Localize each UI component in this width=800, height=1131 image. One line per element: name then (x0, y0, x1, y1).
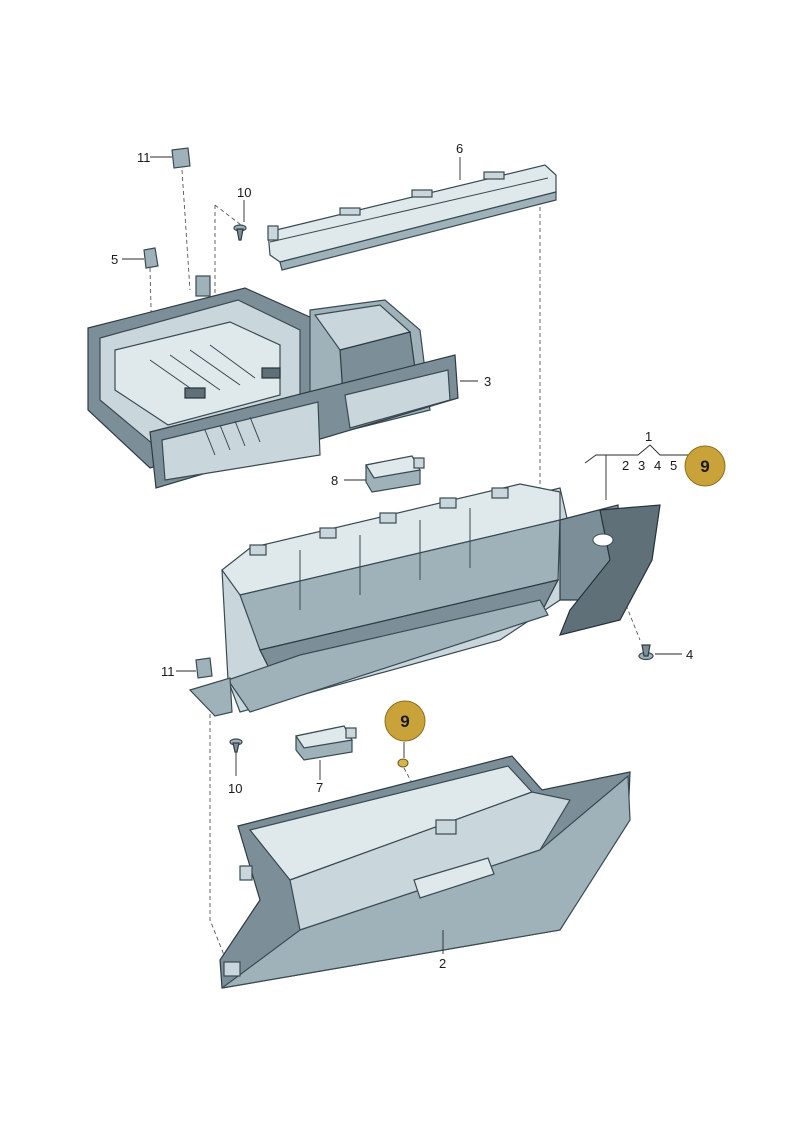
badge-9-middle: 9 (400, 712, 409, 731)
callout-group-2: 2 (622, 458, 629, 473)
callout-4: 4 (686, 647, 693, 662)
part-3-upper-housing (87, 275, 459, 489)
part-1-glovebox-frame (188, 483, 661, 717)
part-9-nut (397, 758, 409, 768)
callout-3: 3 (484, 374, 491, 389)
part-7-switch (295, 725, 357, 761)
callout-group-5: 5 (670, 458, 677, 473)
part-6-trim-strip (267, 164, 557, 271)
callout-2: 2 (439, 956, 446, 971)
highlight-badge-top[interactable]: 9 (684, 445, 726, 487)
callout-10-top: 10 (237, 185, 251, 200)
callout-group-3: 3 (638, 458, 645, 473)
badge-9-top: 9 (700, 457, 709, 476)
part-2-glovebox-lid (219, 755, 631, 989)
part-8-switch (365, 455, 425, 493)
callout-group-4: 4 (654, 458, 661, 473)
callout-8: 8 (331, 473, 338, 488)
fasteners (143, 147, 654, 768)
part-11-clip-bottom (195, 657, 213, 679)
part-5-clip (143, 247, 159, 269)
callout-labels: 11 10 5 6 3 8 1 2 3 4 5 4 11 10 7 2 (111, 141, 693, 971)
part-10-screw-bottom (229, 738, 243, 753)
callout-11-bottom: 11 (161, 664, 175, 679)
callout-6: 6 (456, 141, 463, 156)
callout-7: 7 (316, 780, 323, 795)
leader-lines (122, 156, 690, 954)
callout-1: 1 (645, 429, 652, 444)
part-11-clip-top (171, 147, 191, 169)
callout-10-bottom: 10 (228, 781, 242, 796)
callout-5: 5 (111, 252, 118, 267)
highlight-badge-middle[interactable]: 9 (384, 700, 426, 742)
part-10-screw-top (233, 224, 247, 241)
callout-11-top: 11 (137, 150, 151, 165)
part-4-screw (638, 644, 654, 661)
